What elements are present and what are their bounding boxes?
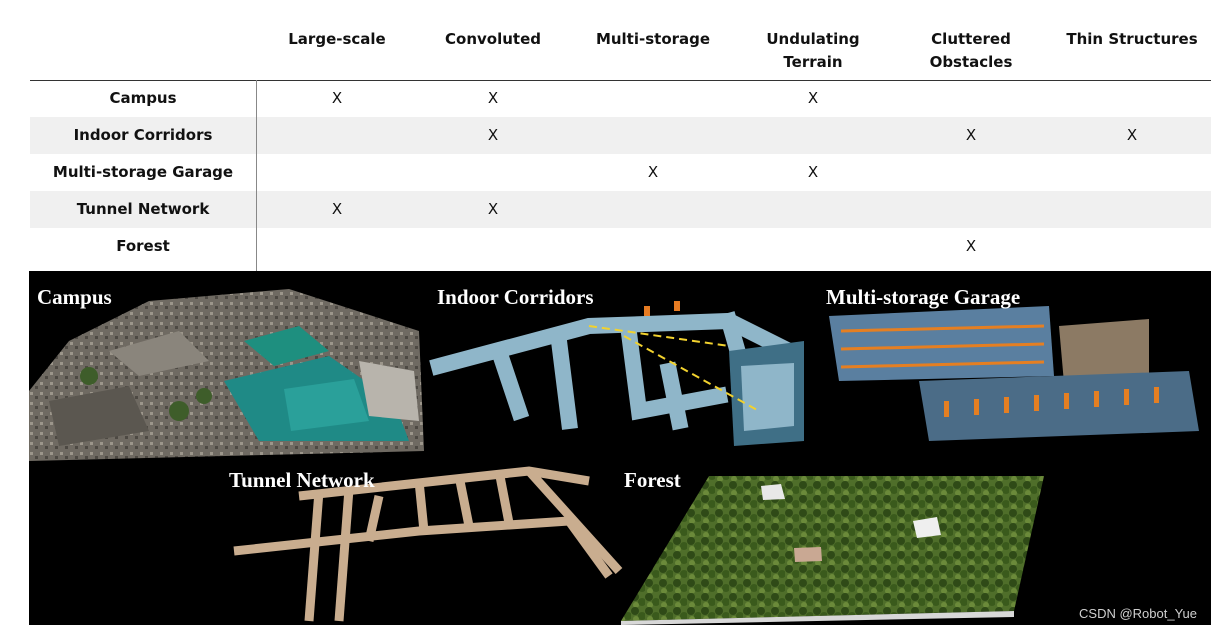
cell-mark [317,228,357,265]
cell-mark [1112,154,1152,191]
cell-mark [951,154,991,191]
cell-mark: X [965,126,977,144]
cell-mark [1112,228,1152,265]
campus-image [29,289,424,461]
panel-label-forest: Forest [624,468,681,492]
column-header: Undulating Terrain [766,30,860,71]
tunnel-network-image [233,466,623,622]
cell-mark [633,117,673,154]
row-label: Forest [116,237,170,255]
cell-mark: X [1126,126,1138,144]
environments-figure: Campus Indoor Corridors Multi-storage Ga… [29,271,1211,625]
cell-mark [317,117,357,154]
panel-label-campus: Campus [37,285,112,309]
column-header: Multi-storage [595,30,711,48]
cell-mark: X [807,163,819,181]
cell-mark [1112,80,1152,117]
cell-mark [793,228,833,265]
cell-mark: X [487,126,499,144]
cell-mark [317,154,357,191]
column-header: Thin Structures [1066,30,1198,48]
table-row: Indoor Corridors X X X [30,117,1211,154]
cell-mark [633,191,673,228]
garage-image [829,306,1199,441]
cell-mark [473,154,513,191]
panel-label-tunnel-network: Tunnel Network [229,468,375,492]
table-row: Forest X [30,228,1211,265]
environment-feature-table: Large-scale Convoluted Multi-storage Und… [30,0,1211,271]
cell-mark: X [487,200,499,218]
cell-mark: X [331,89,343,107]
panel-label-indoor-corridors: Indoor Corridors [437,285,594,309]
cell-mark [951,80,991,117]
panel-label-multi-storage-garage: Multi-storage Garage [826,285,1021,309]
column-header: Large-scale [288,30,386,48]
table-row: Campus X X X [30,80,1211,117]
forest-image [621,476,1044,625]
cell-mark: X [965,237,977,255]
column-header: Cluttered Obstacles [929,30,1013,71]
row-label: Indoor Corridors [73,126,213,144]
cell-mark [1112,191,1152,228]
row-label: Campus [109,89,177,107]
cell-mark [473,228,513,265]
watermark: CSDN @Robot_Yue [1079,606,1197,621]
table-row: Tunnel Network X X [30,191,1211,228]
cell-mark: X [487,89,499,107]
cell-mark [633,228,673,265]
column-header: Convoluted [445,30,541,48]
environments-illustration [29,289,1199,625]
cell-mark [951,191,991,228]
indoor-corridors-image [429,311,800,431]
cell-mark: X [807,89,819,107]
cell-mark: X [331,200,343,218]
table-header: Large-scale Convoluted Multi-storage Und… [30,0,1211,81]
cell-mark [633,80,673,117]
row-label: Tunnel Network [76,200,210,218]
indoor-corridors-detail [588,301,804,446]
cell-mark [793,191,833,228]
cell-mark: X [647,163,659,181]
row-label: Multi-storage Garage [52,163,234,181]
cell-mark [793,117,833,154]
column-divider [256,80,257,271]
table-row: Multi-storage Garage X X [30,154,1211,191]
